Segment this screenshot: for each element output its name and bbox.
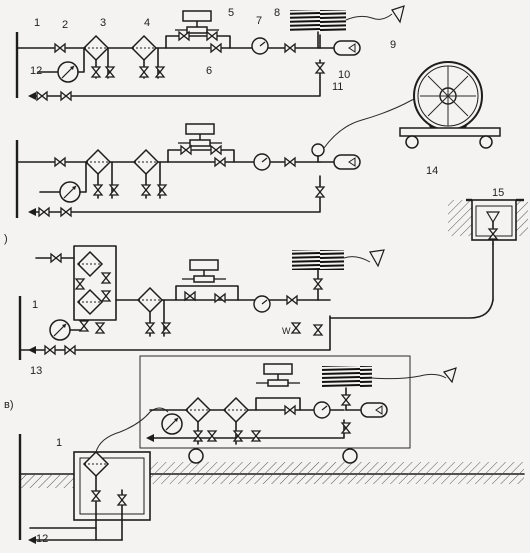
label-8: 8 xyxy=(274,7,280,19)
scheme-c xyxy=(18,245,385,360)
scheme-a xyxy=(15,5,405,101)
label-7: 7 xyxy=(256,15,262,27)
label-4: 4 xyxy=(144,17,150,29)
scheme-b xyxy=(15,94,441,218)
label-1-section-d: 1 xyxy=(56,437,62,449)
label-2: 2 xyxy=(62,19,68,31)
label-12: 12 xyxy=(30,65,42,77)
label-12-section-d: 12 xyxy=(36,533,48,545)
label-10: 10 xyxy=(338,69,350,81)
label-section-c: в) xyxy=(4,399,14,411)
label-11: 11 xyxy=(332,81,343,93)
label-3: 3 xyxy=(100,17,106,29)
scheme-d xyxy=(18,355,525,544)
label-14: 14 xyxy=(426,165,438,177)
label-5: 5 xyxy=(228,7,234,19)
label-bracket: ) xyxy=(4,233,8,245)
label-1-section-c: 1 xyxy=(32,299,38,311)
label-w: W xyxy=(282,326,291,336)
hose-reel-cart xyxy=(399,61,501,149)
label-13: 13 xyxy=(30,365,42,377)
label-15: 15 xyxy=(492,187,504,199)
label-1: 1 xyxy=(34,17,40,29)
label-9: 9 xyxy=(390,39,396,51)
hydrant-pit xyxy=(329,198,528,319)
label-6: 6 xyxy=(206,65,212,77)
